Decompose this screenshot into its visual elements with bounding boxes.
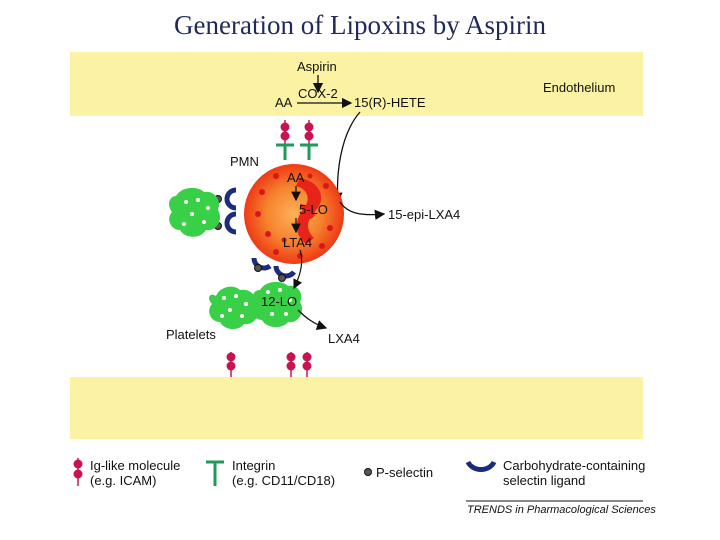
- legend-pselectin: P-selectin: [376, 465, 434, 480]
- platelet: [252, 281, 303, 328]
- ig-like-molecule-icon: [73, 458, 83, 486]
- lxa4-label: LXA4: [328, 331, 360, 346]
- legend-ig-line1: Ig-like molecule: [90, 458, 181, 473]
- endothelium-band-bottom: [70, 377, 643, 439]
- legend-ig-like: Ig-like molecule (e.g. ICAM): [90, 458, 180, 488]
- legend-carbohydrate: Carbohydrate-containing selectin ligand: [503, 458, 645, 488]
- p-selectin-icon: [278, 274, 286, 282]
- legend-integrin-line2: (e.g. CD11/CD18): [232, 473, 336, 488]
- legend-carb-line2: selectin ligand: [503, 473, 586, 488]
- pmn-nucleus: [296, 178, 322, 244]
- pmn-label: PMN: [230, 154, 259, 169]
- selectin-ligand-icon: [273, 265, 296, 279]
- lta4-to-platelet-arrow: [293, 249, 303, 290]
- legend-carb-line1: Carbohydrate-containing: [503, 458, 646, 473]
- ig-like-molecule-icon: [302, 352, 312, 377]
- legend-integrin: Integrin (e.g. CD11/CD18): [232, 458, 335, 488]
- hete-label: 15(R)-HETE: [354, 95, 426, 110]
- ig-like-molecule-icon: [226, 352, 236, 377]
- selectin-ligand-icon: [224, 187, 237, 211]
- aa-top-label: AA: [275, 95, 293, 110]
- ig-like-molecule-icon: [280, 120, 290, 145]
- aspirin-label: Aspirin: [297, 59, 337, 74]
- lxa4-arrow: [297, 309, 328, 331]
- lo5-label: 5-LO: [299, 202, 328, 217]
- lo12-label: 12-LO: [261, 294, 297, 309]
- slide-title: Generation of Lipoxins by Aspirin: [174, 10, 546, 40]
- epi-lxa4-label: 15-epi-LXA4: [388, 207, 460, 222]
- integrin-icon: [206, 460, 224, 486]
- integrin-icon: [300, 143, 318, 160]
- selectin-ligand-icon: [224, 211, 237, 235]
- endothelium-label: Endothelium: [543, 80, 615, 95]
- pmn-cell: [244, 164, 344, 264]
- hete-to-cell-arrow: [332, 111, 361, 204]
- lta4-label: LTA4: [283, 235, 312, 250]
- platelets-label: Platelets: [166, 327, 216, 342]
- platelet: [209, 286, 259, 330]
- ig-like-molecule-icon: [304, 120, 314, 145]
- pmn-granules: [255, 173, 333, 259]
- p-selectin-icon: [254, 264, 262, 272]
- legend-integrin-line1: Integrin: [232, 458, 276, 473]
- platelet: [169, 187, 221, 237]
- ig-like-molecule-icon: [286, 352, 296, 377]
- aa-cell-label: AA: [287, 170, 305, 185]
- epi-lxa4-arrow: [339, 201, 386, 221]
- legend-ig-line2: (e.g. ICAM): [90, 473, 157, 488]
- selectin-ligand-icon: [465, 460, 497, 472]
- p-selectin-icon: [364, 468, 372, 476]
- integrin-icon: [276, 143, 294, 160]
- endothelium-band-top: [70, 52, 643, 116]
- cox2-label: COX-2: [298, 86, 338, 101]
- credit-text: TRENDS in Pharmacological Sciences: [467, 504, 656, 516]
